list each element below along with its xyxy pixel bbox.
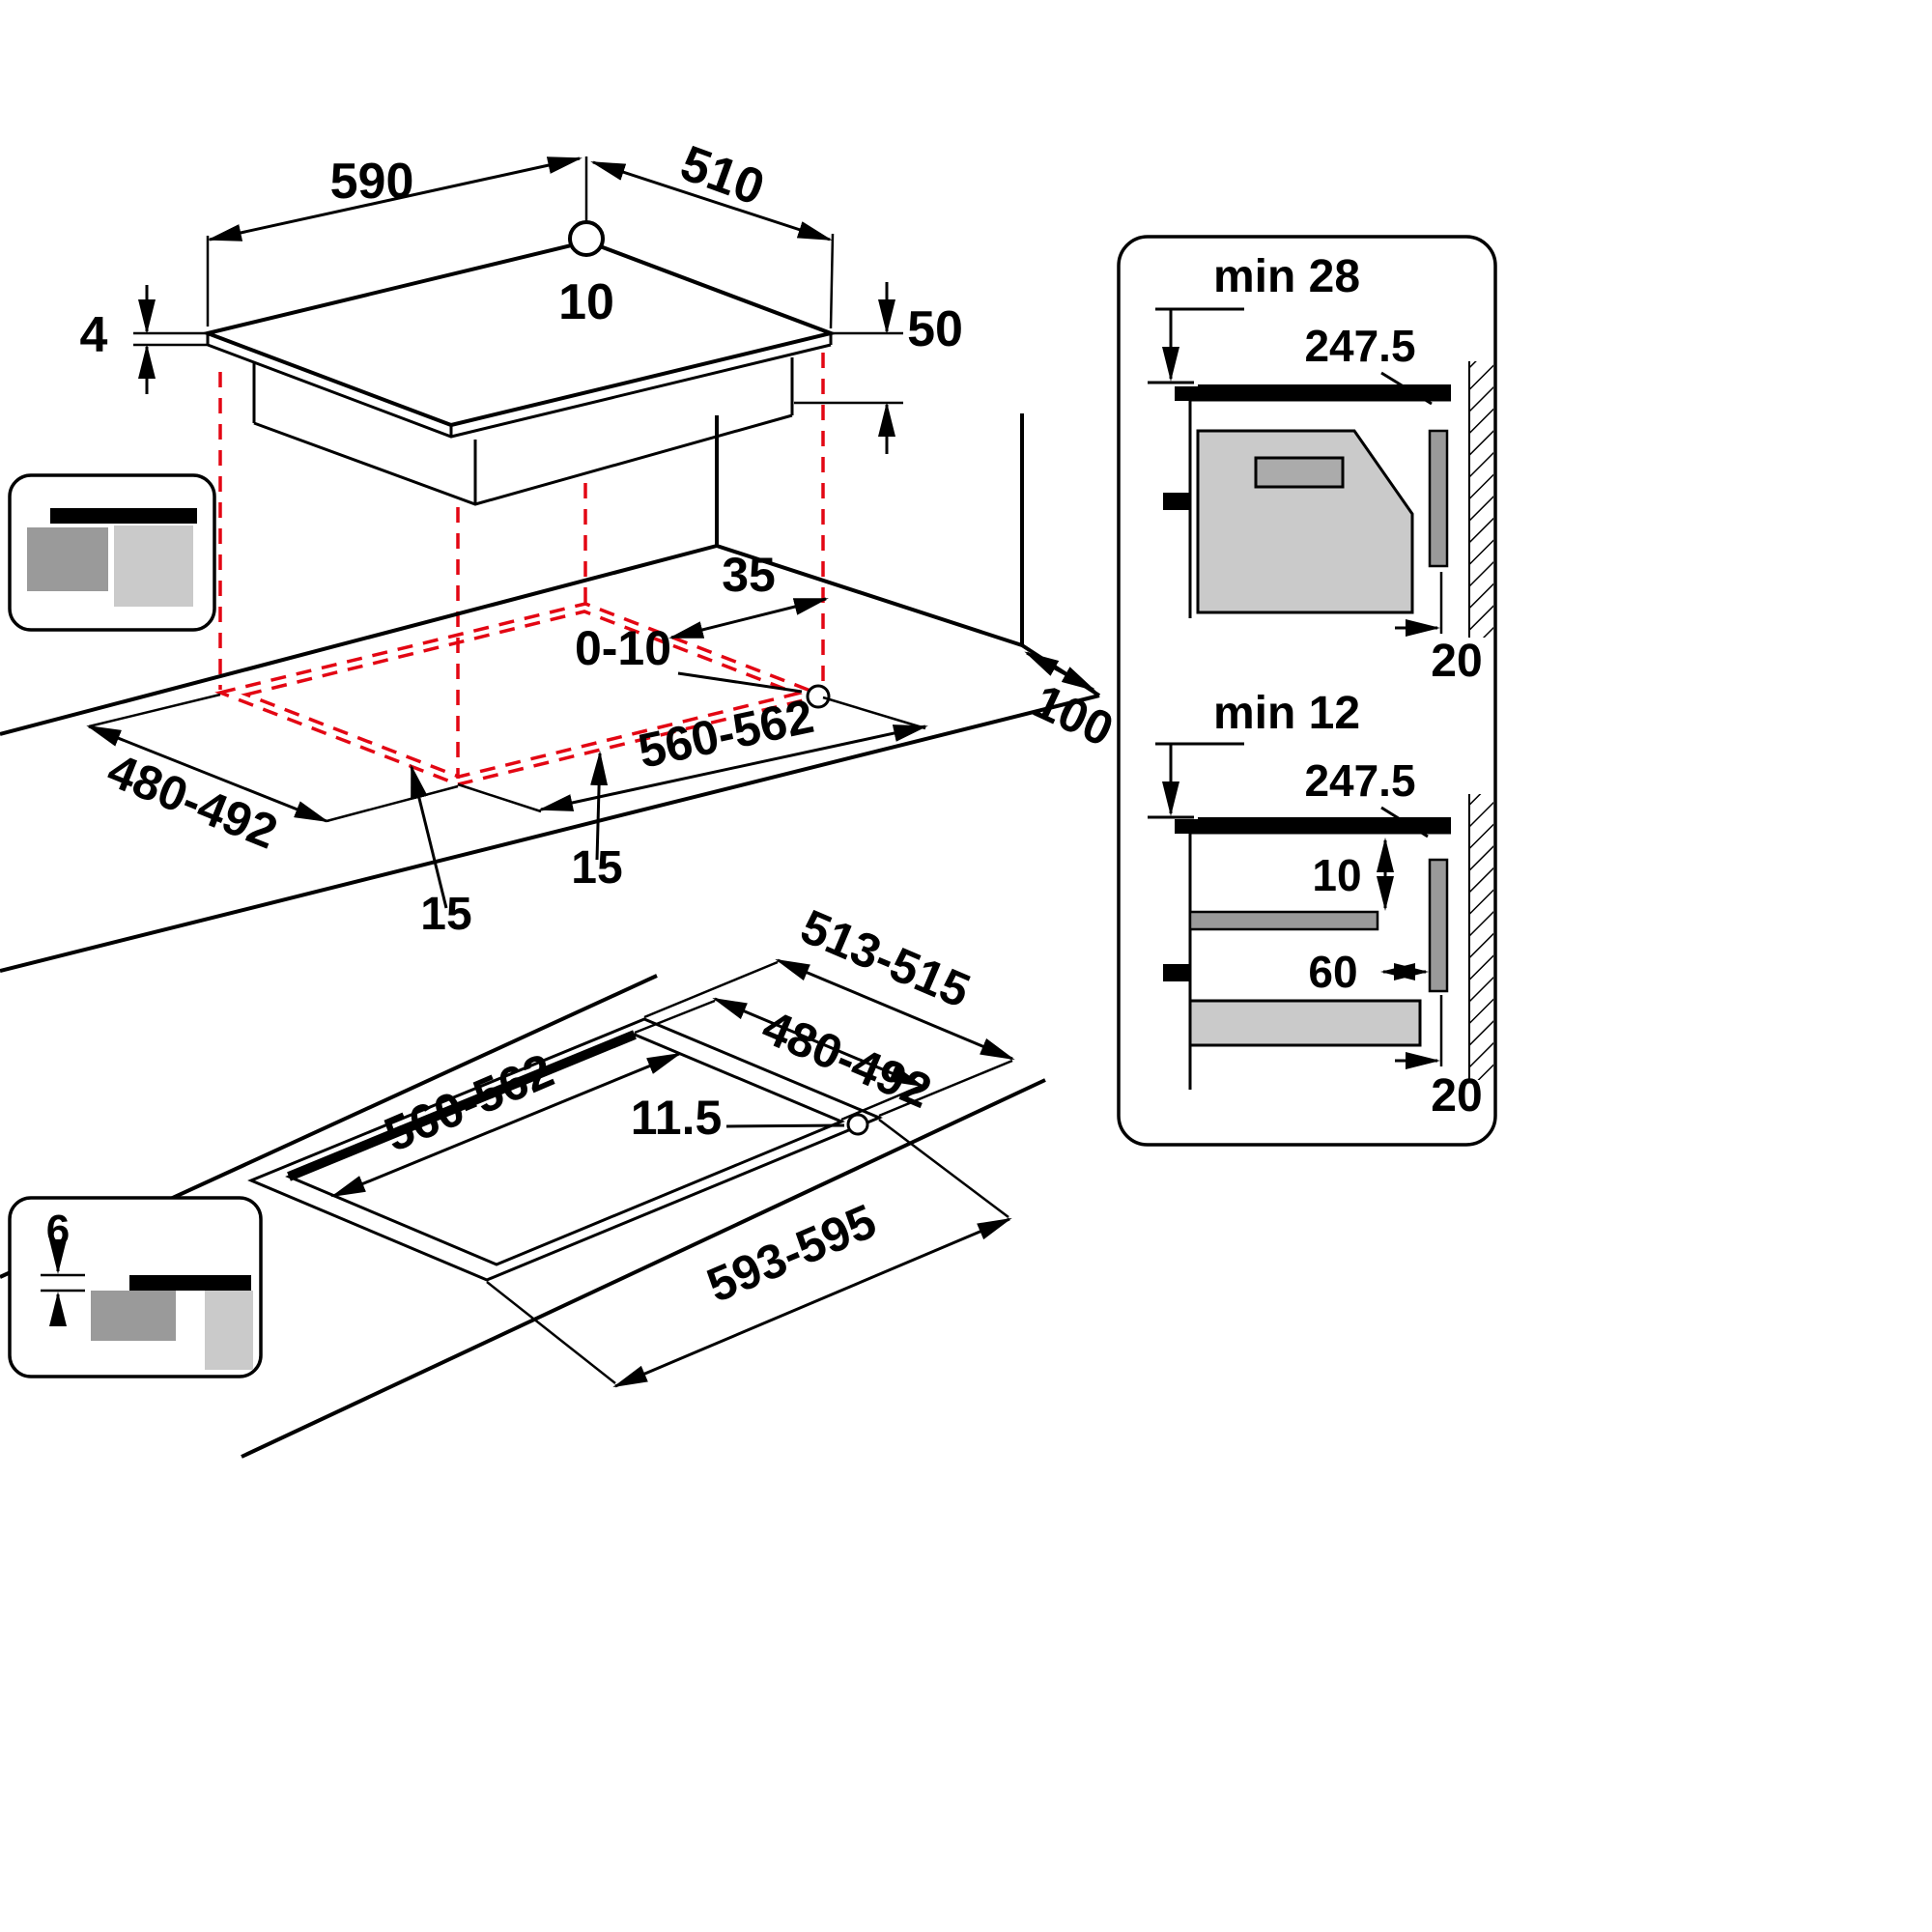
- mount-bracket: [1175, 386, 1200, 401]
- side-trim: [1428, 858, 1449, 993]
- worktop-block: [205, 1291, 253, 1370]
- dim-10-gap-label: 10: [1312, 850, 1361, 900]
- dim-590-label: 590: [330, 154, 414, 210]
- hob-isometric-view: 590 510 10 4 50: [80, 135, 963, 506]
- dim-513-extensions: [643, 960, 1013, 1118]
- rear-gap-marker: [806, 684, 831, 709]
- worktop-block: [114, 526, 193, 607]
- dim-590-extensions: [206, 156, 835, 329]
- dim-6-label: 6: [46, 1207, 70, 1254]
- dim-593-arrow: [612, 1217, 1012, 1388]
- cabinet-lines: [1188, 831, 1451, 1090]
- min-12-label: min 12: [1213, 688, 1360, 739]
- section-above-drawer: min 12 247.5 10 60 20: [1148, 688, 1493, 1122]
- dim-15a-label: 15: [571, 842, 622, 894]
- hinge-notch: [1163, 964, 1190, 981]
- dim-100-arrow: [1024, 651, 1096, 692]
- flush-detail-inset-bottom: 6: [8, 1196, 263, 1378]
- dim-0-10-label: 0-10: [575, 621, 671, 675]
- flush-detail-inset-top: [8, 473, 216, 632]
- dim-20-label: 20: [1431, 636, 1482, 687]
- hob-glass-edge: [206, 333, 833, 439]
- cabinet-block: [27, 527, 108, 591]
- ledge-step-marker: [846, 1113, 869, 1136]
- side-section-panel: min 28 247.5 20 min 12 247.5: [1117, 235, 1497, 1147]
- section-above-oven: min 28 247.5 20: [1148, 251, 1493, 687]
- dim-35-arrow: [668, 597, 829, 639]
- hinge-notch: [1163, 493, 1190, 510]
- cabinet-block: [91, 1291, 176, 1341]
- dim-560-label: 560-562: [634, 689, 818, 779]
- dim-20b-label: 20: [1431, 1070, 1482, 1122]
- dim-593-label: 593-595: [699, 1194, 884, 1313]
- dim-247b-label: 247.5: [1304, 755, 1415, 806]
- dim-480b-arrow: [712, 997, 924, 1088]
- min-28-label: min 28: [1213, 251, 1360, 302]
- dim-100-label: 100: [1026, 674, 1122, 757]
- dim-560b-arrow: [330, 1052, 682, 1198]
- dim-247-label: 247.5: [1304, 321, 1415, 371]
- dim-513-label: 513-515: [793, 899, 978, 1018]
- hole-position-marker: [568, 220, 605, 257]
- dim-480-arrow: [86, 724, 329, 823]
- drawer-body: [1188, 999, 1422, 1047]
- hob-body: [252, 357, 794, 506]
- dim-35-label: 35: [722, 548, 776, 602]
- dim-560-arrow: [538, 724, 928, 811]
- oven-vent: [1254, 456, 1345, 489]
- dim-593-extensions: [486, 1119, 1009, 1384]
- hob-bar: [1198, 817, 1451, 832]
- dim-15b-leader: [410, 764, 448, 909]
- wall-hatch: [1470, 794, 1493, 1080]
- hob-top-face: [201, 239, 838, 428]
- dim-480-label: 480-492: [100, 743, 285, 860]
- dim-11-5-leader: [725, 1123, 845, 1128]
- dim-480-extensions: [88, 693, 459, 823]
- dim-510-arrow: [590, 160, 833, 242]
- dim-560-extensions: [457, 696, 926, 813]
- dim-50-extensions: [794, 331, 903, 405]
- wall-hatch: [1470, 361, 1493, 638]
- dim-50-label: 50: [907, 301, 963, 357]
- dim-4-label: 4: [80, 307, 108, 363]
- dim-15b-label: 15: [420, 889, 471, 940]
- dim-15a-leader: [590, 751, 609, 861]
- shelf-bar: [1188, 910, 1379, 931]
- dim-6-ticks: [41, 1273, 85, 1293]
- dim-60-label: 60: [1308, 947, 1357, 997]
- glass-bar: [50, 508, 197, 524]
- dim-0-10-leader: [677, 671, 803, 694]
- dim-4-extensions: [133, 331, 208, 347]
- dim-590-arrow: [207, 156, 582, 242]
- side-trim: [1428, 429, 1449, 568]
- glass-bar: [129, 1275, 251, 1291]
- hob-bar: [1198, 384, 1451, 399]
- dim-10-label: 10: [558, 274, 614, 330]
- dim-11-5-label: 11.5: [631, 1091, 723, 1145]
- cutout-outline: [241, 610, 803, 779]
- dim-510-label: 510: [673, 135, 771, 216]
- oven-body: [1196, 429, 1414, 614]
- mount-bracket: [1175, 819, 1200, 834]
- worktop-edges: [0, 413, 1101, 973]
